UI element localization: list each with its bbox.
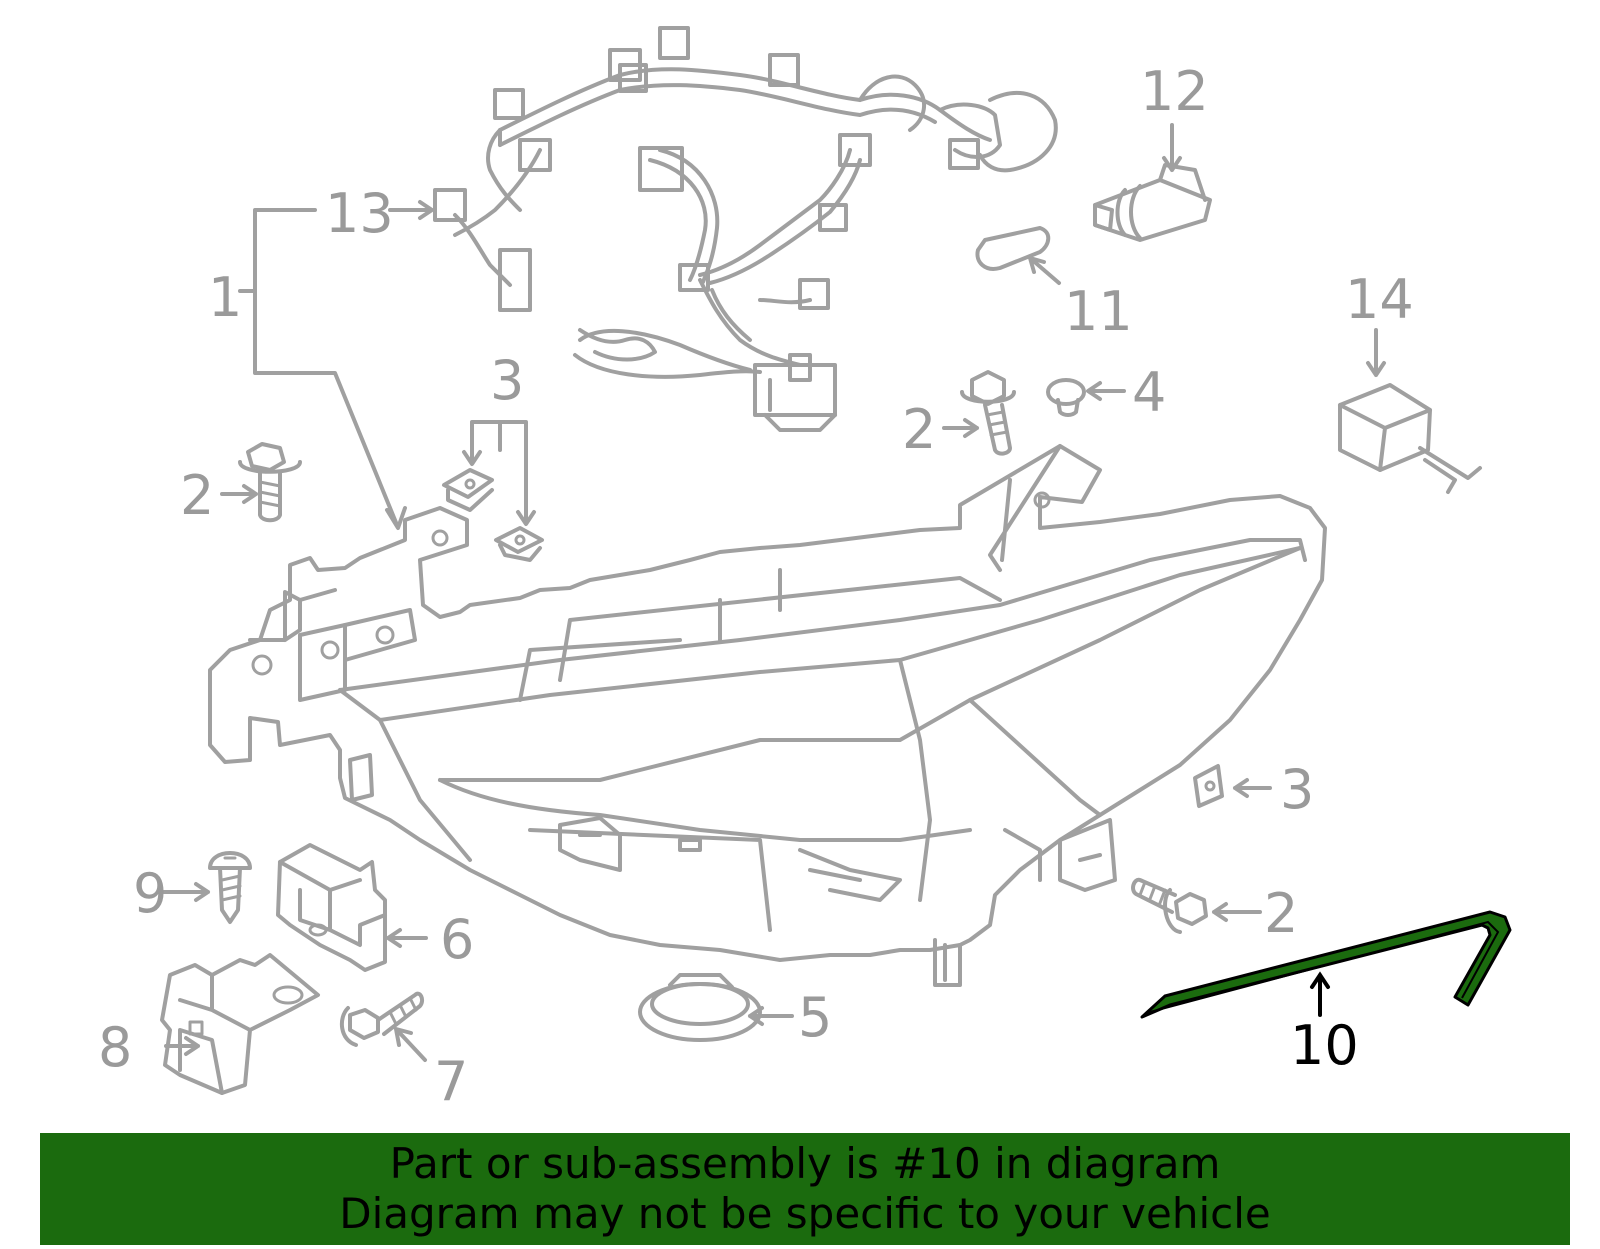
banner-line-2: Diagram may not be specific to your vehi…	[339, 1189, 1271, 1238]
callout-8: 8	[98, 1016, 132, 1079]
bolt-7	[339, 991, 425, 1047]
headlamp-assembly	[208, 444, 1327, 987]
bulb-11	[975, 226, 1051, 271]
bracket-8	[160, 953, 320, 1095]
callout-labels: 1 2 2 2 3 3 4 5 6 7 8 9 10 11 12 13 14	[98, 60, 1414, 1113]
clip-nuts	[442, 468, 1224, 808]
callout-10: 10	[1290, 1014, 1359, 1077]
grommet-5	[638, 973, 762, 1042]
callout-4: 4	[1132, 361, 1166, 424]
bolts	[238, 370, 1208, 934]
callout-2-upper: 2	[902, 398, 936, 461]
callout-9: 9	[133, 862, 167, 925]
callout-2-left: 2	[180, 464, 214, 527]
callout-11: 11	[1064, 280, 1133, 343]
socket-12	[1093, 163, 1212, 242]
info-banner: Part or sub-assembly is #10 in diagram D…	[40, 1133, 1570, 1245]
callout-13: 13	[325, 182, 394, 245]
part-10-highlighted	[1140, 910, 1512, 1019]
callout-7: 7	[434, 1050, 468, 1113]
callout-1: 1	[208, 266, 242, 329]
wiring-harness	[433, 26, 1058, 432]
callout-2-right: 2	[1264, 882, 1298, 945]
callout-6: 6	[440, 908, 474, 971]
callout-5: 5	[798, 986, 832, 1049]
module-14	[1338, 383, 1482, 494]
callout-1-bracket	[238, 208, 407, 530]
callout-3-right: 3	[1280, 758, 1314, 821]
callout-3-upper: 3	[490, 349, 524, 412]
callout-12: 12	[1140, 60, 1209, 123]
screw-9	[208, 851, 252, 924]
clip-4	[1046, 378, 1086, 417]
callout-14: 14	[1345, 268, 1414, 331]
bracket-6	[276, 843, 387, 972]
banner-line-1: Part or sub-assembly is #10 in diagram	[389, 1139, 1221, 1188]
